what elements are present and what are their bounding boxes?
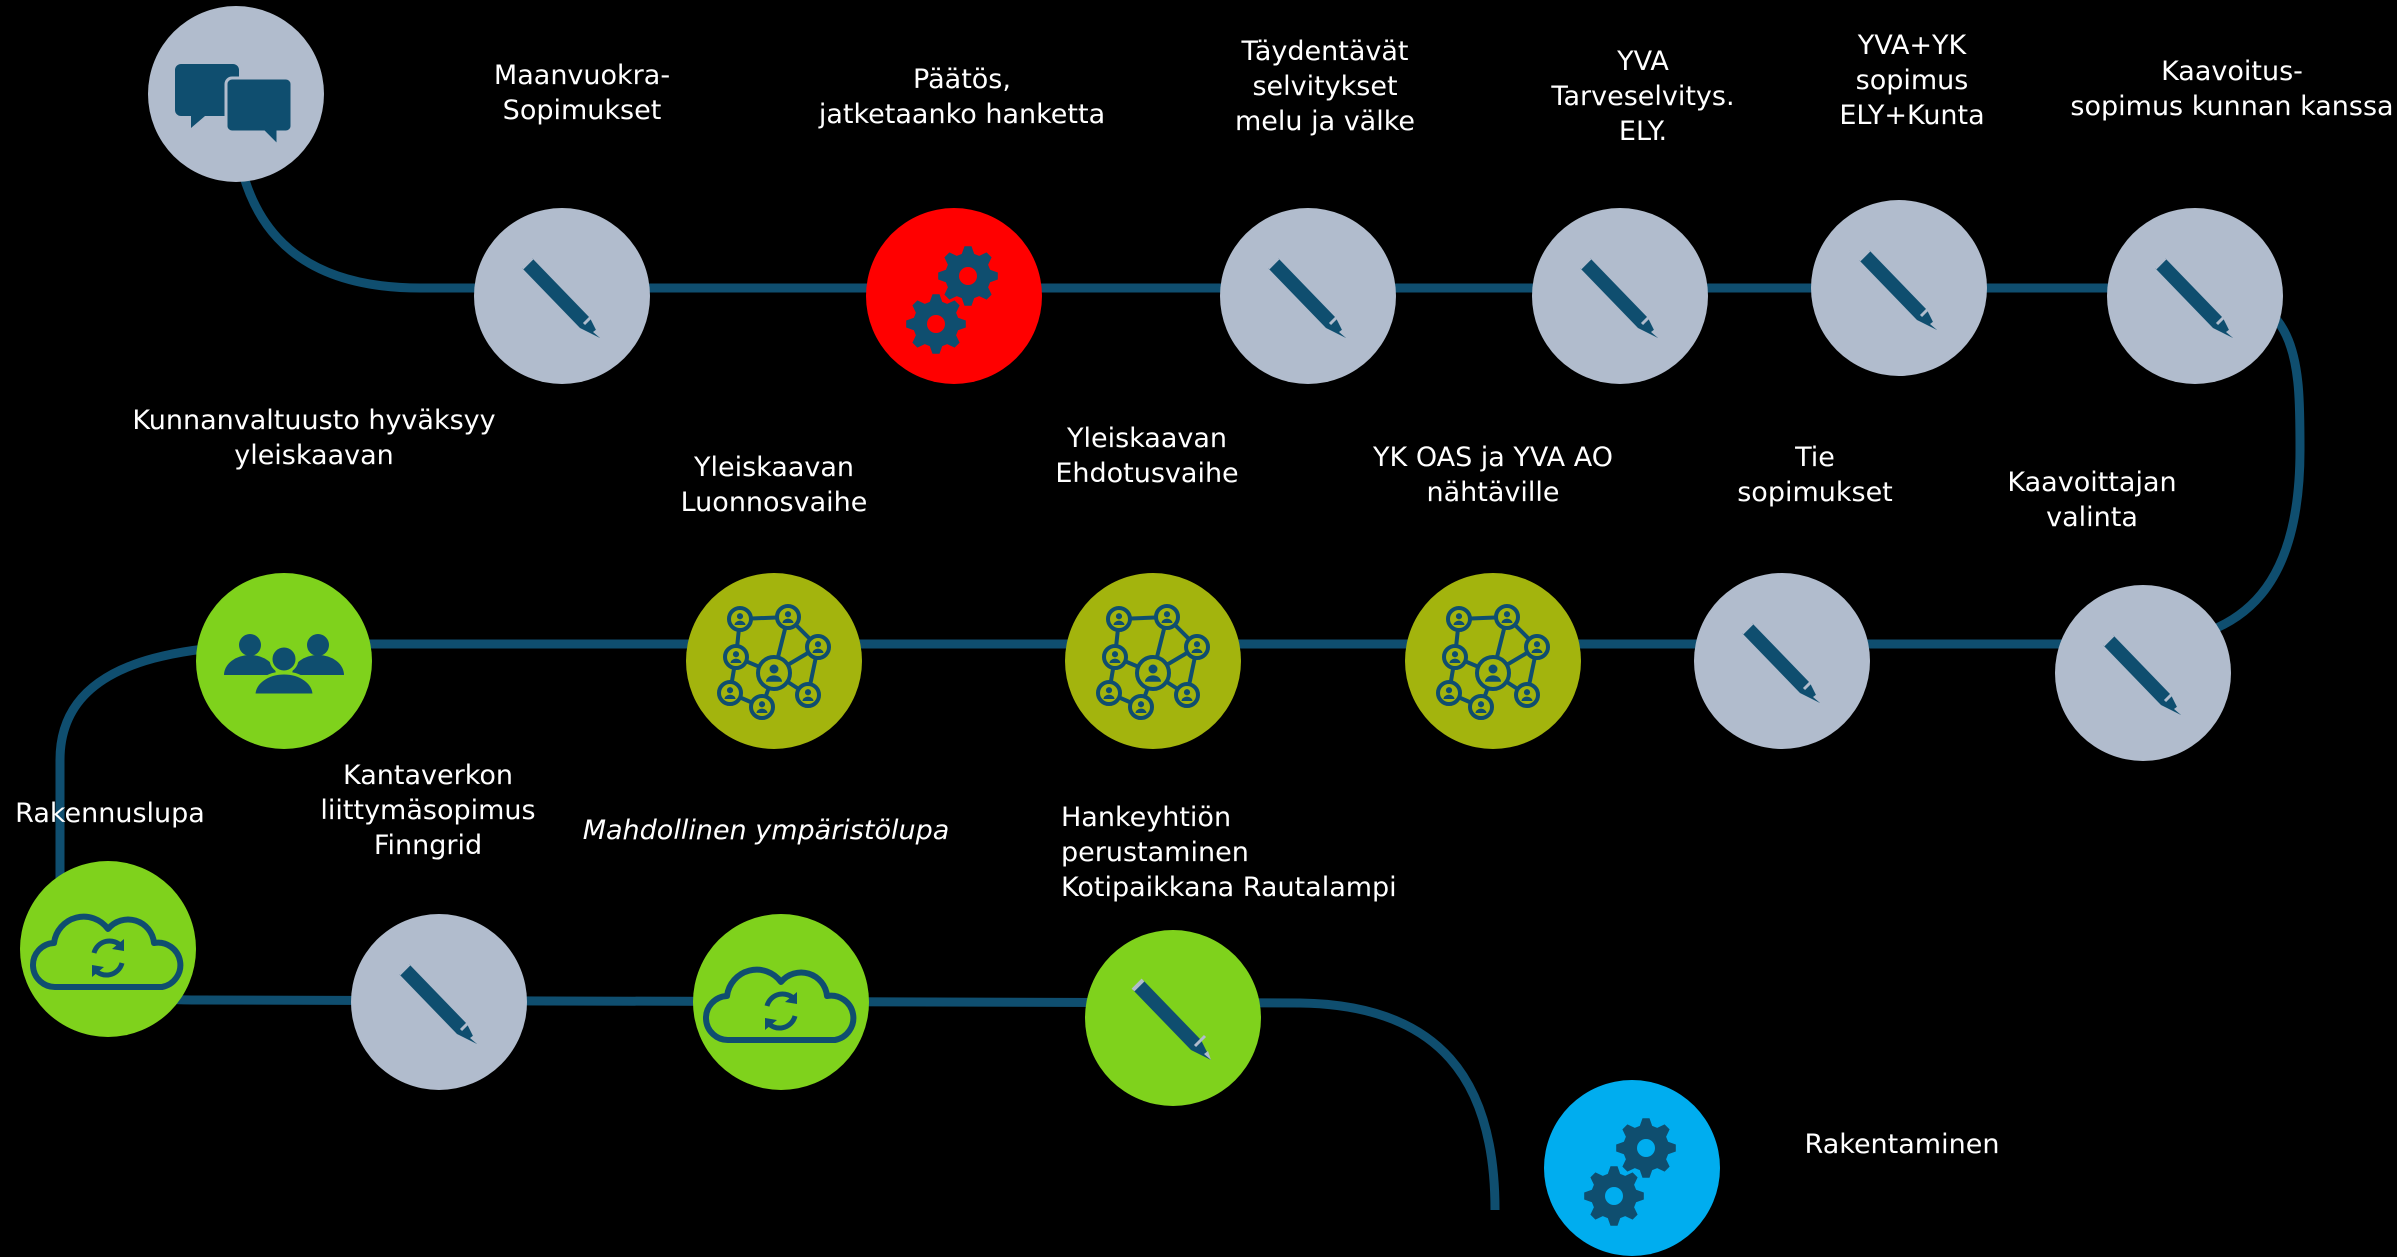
step-label-line: Kotipaikkana Rautalampi bbox=[1061, 872, 1397, 903]
step-label-line: melu ja välke bbox=[1234, 106, 1416, 137]
step-node-paatos bbox=[866, 208, 1042, 384]
step-label-line: Mahdollinen ympäristölupa bbox=[582, 815, 950, 846]
step-node-rakennuslupa bbox=[20, 861, 196, 1037]
step-label-maanvuokra: Maanvuokra- Sopimukset bbox=[494, 58, 670, 128]
chat-icon bbox=[175, 64, 294, 150]
step-node-maanvuokra bbox=[474, 208, 650, 384]
step-node-ymparistolupa bbox=[693, 914, 869, 1090]
pencil-icon bbox=[1857, 248, 1937, 330]
step-label-line: YVA+YK bbox=[1857, 30, 1967, 61]
step-node-ehdotus bbox=[1065, 573, 1241, 749]
step-label-line: Kantaverkon bbox=[342, 760, 513, 791]
step-label-line: Sopimukset bbox=[502, 95, 662, 126]
step-label-line: ELY+Kunta bbox=[1839, 100, 1985, 131]
pencil-icon bbox=[1131, 978, 1211, 1060]
step-node-kantaverkko bbox=[351, 914, 527, 1090]
step-label-line: Kaavoittajan bbox=[2007, 467, 2177, 498]
step-label-line: Rakennuslupa bbox=[15, 798, 205, 829]
step-node-valtuusto bbox=[196, 573, 372, 749]
step-label-line: Kunnanvaltuusto hyväksyy bbox=[132, 405, 496, 436]
pencil-icon bbox=[520, 256, 600, 338]
step-node-yva-tarve bbox=[1532, 208, 1708, 384]
step-node-tie bbox=[1694, 573, 1870, 749]
gears-icon bbox=[906, 246, 998, 354]
step-label-line: yleiskaavan bbox=[234, 440, 394, 471]
step-node-yva-yk bbox=[1811, 200, 1987, 376]
step-label-kaavoitus: Kaavoitus-sopimus kunnan kanssa bbox=[2070, 54, 2393, 124]
people-icon bbox=[224, 634, 344, 697]
network-icon bbox=[1436, 604, 1550, 720]
step-label-line: sopimukset bbox=[1737, 477, 1893, 508]
step-label-line: Tie bbox=[1795, 442, 1835, 473]
pencil-icon bbox=[397, 962, 477, 1044]
step-label-line: selvitykset bbox=[1252, 71, 1398, 102]
step-label-line: Yleiskaavan bbox=[693, 452, 855, 483]
step-node-hankeyhtio bbox=[1085, 930, 1261, 1106]
step-label-line: Hankeyhtiön bbox=[1061, 802, 1232, 833]
gears-icon bbox=[1584, 1118, 1676, 1226]
step-label-line: jatketaanko hanketta bbox=[818, 99, 1106, 130]
step-circle bbox=[20, 861, 196, 1037]
step-label-line: sopimus kunnan kanssa bbox=[2070, 91, 2394, 122]
step-node-rakentaminen bbox=[1544, 1080, 1720, 1256]
step-node-kaavoittajan bbox=[2055, 585, 2231, 761]
step-label-rakentaminen: Rakentaminen bbox=[1805, 1127, 2000, 1162]
step-label-rakennuslupa: Rakennuslupa bbox=[15, 796, 205, 831]
step-label-line: Päätös, bbox=[913, 64, 1011, 95]
step-label-line: Tarveselvitys. bbox=[1551, 81, 1735, 112]
step-node-kaavoitus bbox=[2107, 208, 2283, 384]
step-label-line: ELY. bbox=[1618, 116, 1668, 147]
network-icon bbox=[1096, 604, 1210, 720]
step-label-kaavoittajan: Kaavoittajan valinta bbox=[2007, 465, 2176, 535]
step-label-line: Rakentaminen bbox=[1804, 1129, 2000, 1160]
step-node-start bbox=[148, 6, 324, 182]
step-label-taydentavat: Täydentävät selvitykset melu ja välke bbox=[1235, 34, 1415, 139]
cloud-sync-icon bbox=[30, 913, 184, 991]
pencil-icon bbox=[1740, 621, 1820, 703]
step-label-paatos: Päätös, jatketaanko hanketta bbox=[819, 62, 1105, 132]
step-label-line: Yleiskaavan bbox=[1066, 423, 1228, 454]
pencil-icon bbox=[2153, 256, 2233, 338]
step-label-line: Maanvuokra- bbox=[493, 60, 671, 91]
step-node-luonnos bbox=[686, 573, 862, 749]
pencil-icon bbox=[1578, 256, 1658, 338]
step-label-ymparistolupa: Mahdollinen ympäristölupa bbox=[583, 813, 950, 848]
step-label-line: sopimus bbox=[1855, 65, 1969, 96]
network-icon bbox=[717, 604, 831, 720]
step-label-line: valinta bbox=[2046, 502, 2138, 533]
pencil-icon bbox=[2101, 633, 2181, 715]
step-label-yva-tarve: YVA Tarveselvitys. ELY. bbox=[1551, 44, 1734, 149]
step-label-line: Ehdotusvaihe bbox=[1055, 458, 1239, 489]
step-label-line: liittymäsopimus bbox=[320, 795, 536, 826]
step-label-yk-oas: YK OAS ja YVA AO nähtäville bbox=[1373, 440, 1613, 510]
step-label-valtuusto: Kunnanvaltuusto hyväksyy yleiskaavan bbox=[132, 403, 495, 473]
step-label-line: Luonnosvaihe bbox=[680, 487, 868, 518]
step-label-line: YK OAS ja YVA AO bbox=[1373, 442, 1613, 473]
pencil-icon bbox=[1266, 256, 1346, 338]
step-label-line: nähtäville bbox=[1426, 477, 1560, 508]
step-label-line: Finngrid bbox=[373, 830, 483, 861]
step-node-yk-oas bbox=[1405, 573, 1581, 749]
step-label-line: Kaavoitus- bbox=[2161, 56, 2303, 87]
step-label-line: Täydentävät bbox=[1241, 36, 1409, 67]
step-circle bbox=[693, 914, 869, 1090]
step-node-taydentavat bbox=[1220, 208, 1396, 384]
step-label-line: YVA bbox=[1617, 46, 1669, 77]
cloud-sync-icon bbox=[703, 966, 857, 1044]
step-label-line: perustaminen bbox=[1061, 837, 1249, 868]
step-label-tie: Tie sopimukset bbox=[1737, 440, 1893, 510]
